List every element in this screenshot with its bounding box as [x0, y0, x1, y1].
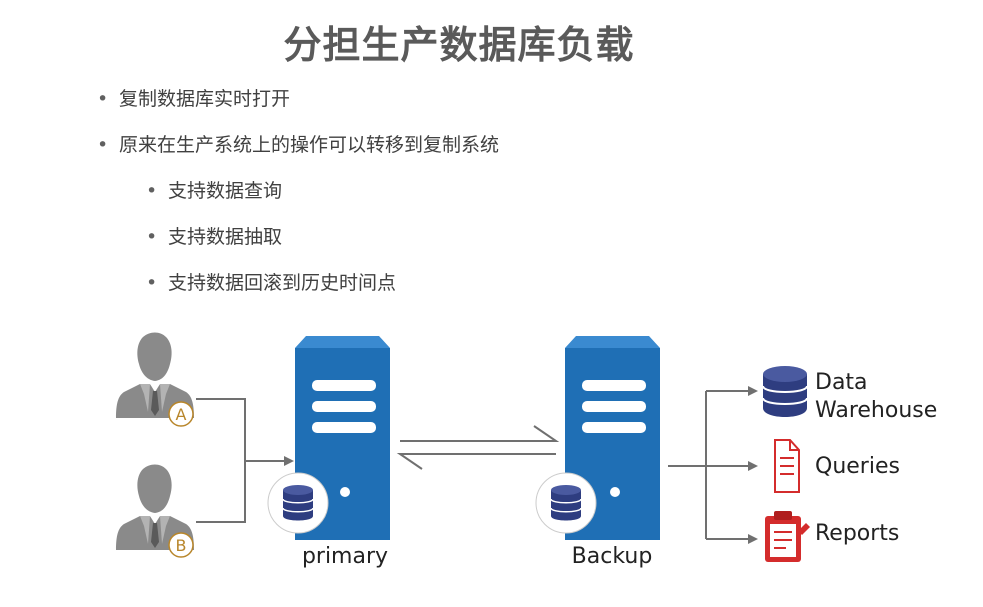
- queries-label: Queries: [815, 454, 900, 479]
- badge-label: B: [176, 536, 187, 555]
- output-connector: [668, 386, 758, 544]
- bullet-item: •复制数据库实时打开: [97, 88, 291, 110]
- user-badge: B: [168, 532, 194, 558]
- slide-title: 分担生产数据库负载: [283, 23, 635, 67]
- bullet-item: •支持数据查询: [146, 180, 283, 202]
- primary-label: primary: [302, 544, 388, 569]
- bullet-item: •支持数据回滚到历史时间点: [146, 272, 397, 294]
- bullet-text: 复制数据库实时打开: [119, 88, 291, 110]
- badge-label: A: [176, 405, 187, 424]
- bullet-text: 支持数据回滚到历史时间点: [168, 272, 397, 294]
- database-icon: [267, 472, 329, 534]
- backup-label: Backup: [572, 544, 653, 569]
- database-icon: [762, 366, 808, 417]
- clipboard-icon: [765, 511, 810, 562]
- user-connector: [196, 398, 294, 523]
- bullet-text: 支持数据查询: [168, 180, 283, 202]
- bullet-text: 支持数据抽取: [168, 226, 283, 248]
- bullet-item: •支持数据抽取: [146, 226, 283, 248]
- data-warehouse-label: Warehouse: [815, 398, 937, 423]
- database-icon: [535, 472, 597, 534]
- data-warehouse-label: Data: [815, 370, 868, 395]
- reports-label: Reports: [815, 521, 899, 546]
- bullet-text: 原来在生产系统上的操作可以转移到复制系统: [119, 134, 500, 156]
- user-badge: A: [168, 401, 194, 427]
- replication-arrows: [396, 425, 560, 470]
- document-icon: [774, 439, 800, 493]
- bullet-item: •原来在生产系统上的操作可以转移到复制系统: [97, 134, 500, 156]
